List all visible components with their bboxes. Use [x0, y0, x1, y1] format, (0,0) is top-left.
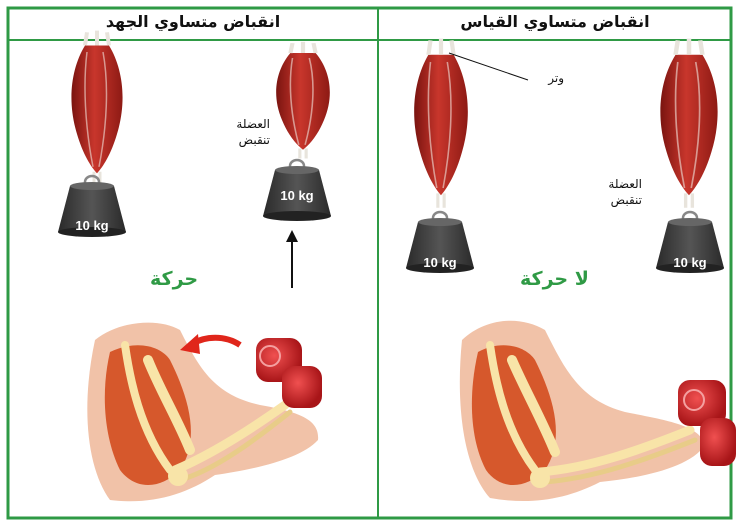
up-arrow [286, 230, 298, 288]
right-muscle-1 [414, 39, 468, 208]
left-weight-2-label: 10 kg [262, 188, 332, 203]
right-muscle-2 [656, 39, 724, 273]
right-arm-illustration [460, 321, 705, 501]
right-panel-title: انقباض متساوي القياس [380, 10, 730, 34]
right-movement-label: لا حركة [520, 268, 589, 290]
left-muscle-relaxed [71, 31, 122, 185]
tendon-label: وتر [528, 70, 564, 86]
left-muscle-contracted [276, 42, 330, 159]
right-weight-1-label: 10 kg [405, 255, 475, 270]
left-weight-1-label: 10 kg [57, 218, 127, 233]
right-weight-2-label: 10 kg [655, 255, 725, 270]
red-curved-arrow [180, 334, 240, 354]
left-muscle-label: العضلة تنقبض [218, 116, 270, 148]
left-dumbbell [256, 338, 322, 408]
left-panel-title: انقباض متساوي الجهد [10, 10, 376, 34]
left-movement-label: حركة [150, 268, 198, 290]
right-muscle-label: العضلة تنقبض [590, 176, 642, 208]
